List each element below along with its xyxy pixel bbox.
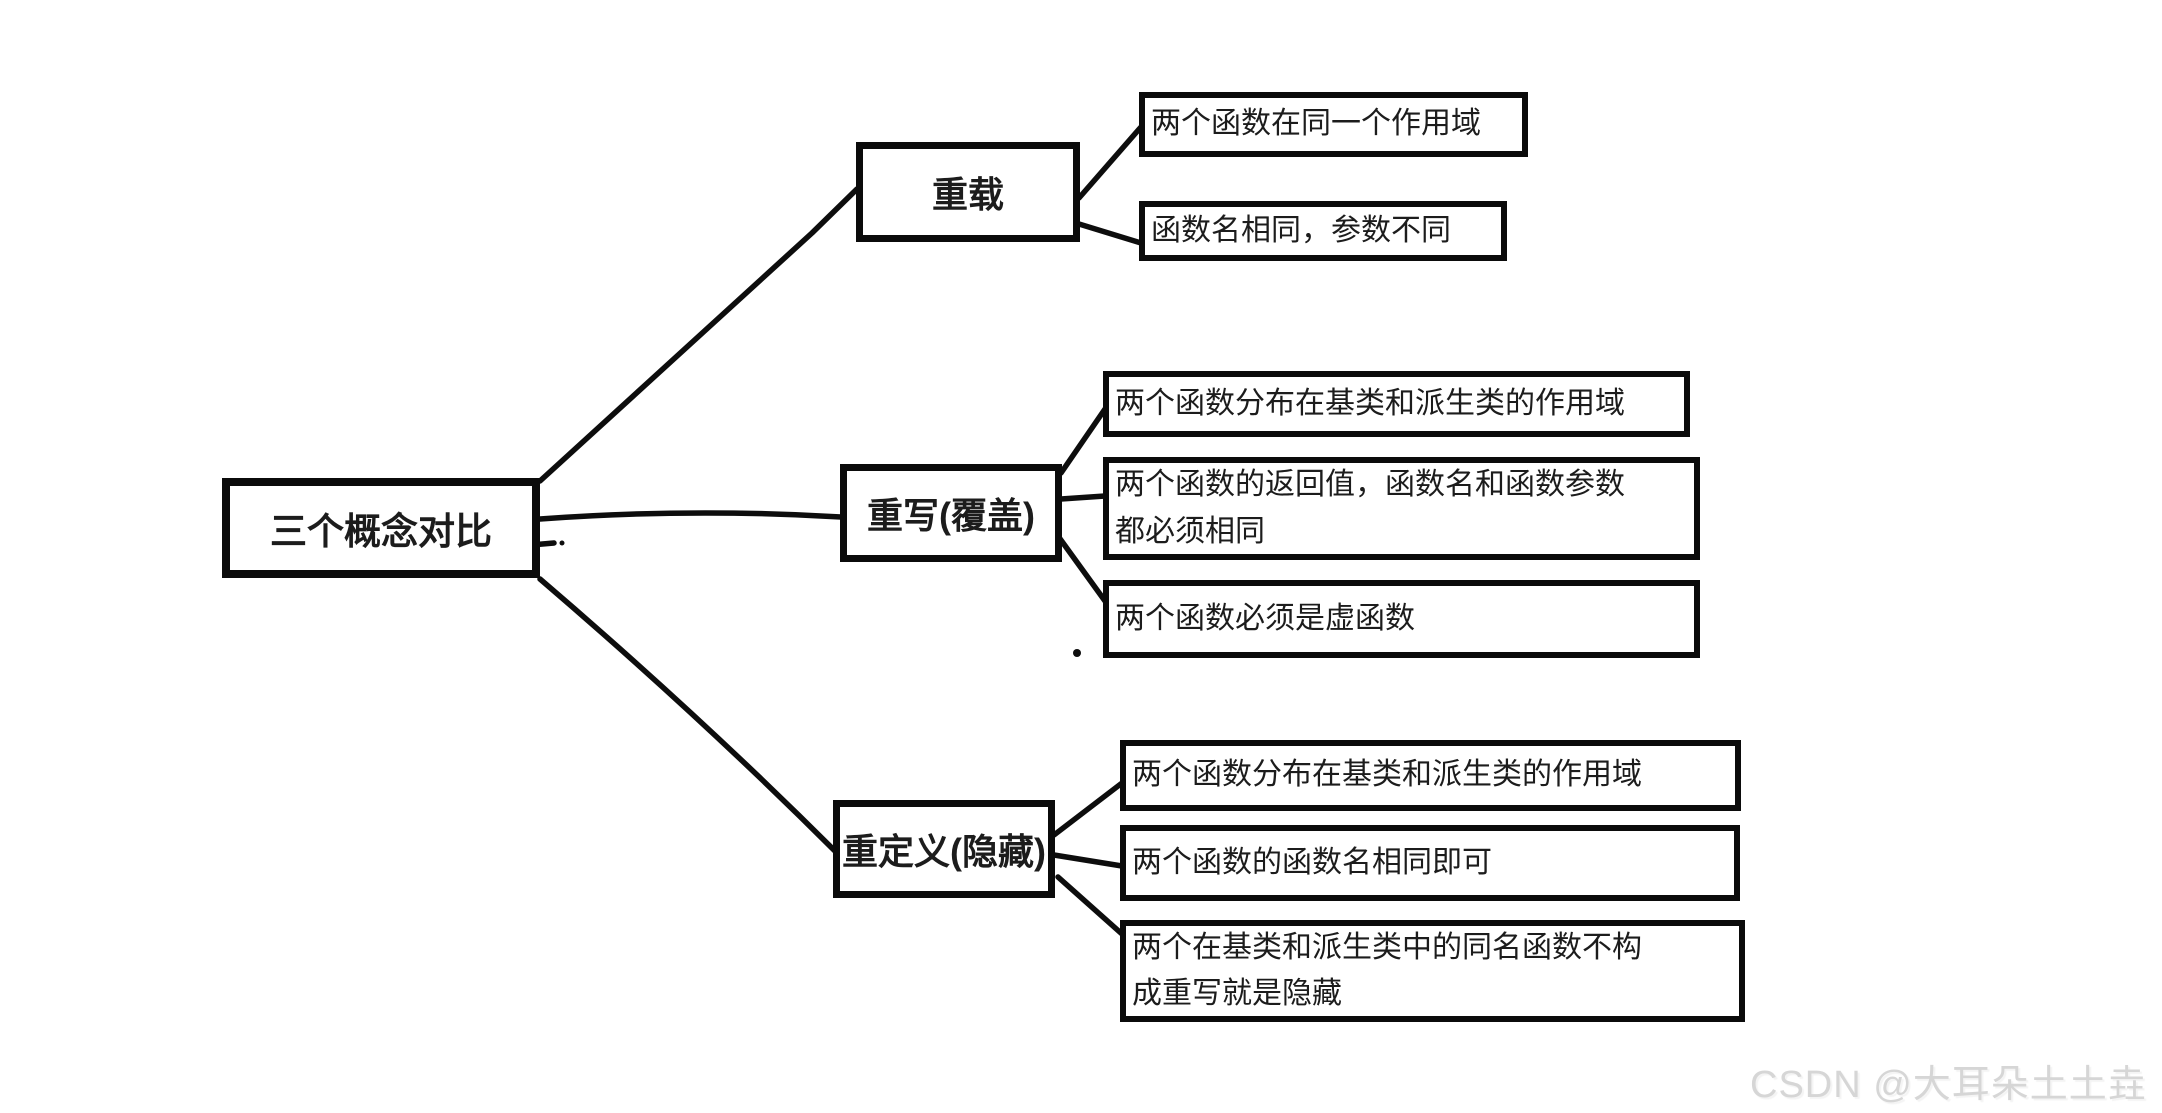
node-overload: 重载: [856, 142, 1080, 242]
root-node-label: 三个概念对比: [270, 511, 492, 552]
leaf-redefine-1-text: 两个函数分布在基类和派生类的作用域: [1132, 758, 1642, 792]
edge-override-leaf3: [1055, 533, 1108, 604]
leaf-redefine-2: 两个函数的函数名相同即可: [1120, 825, 1740, 901]
leaf-redefine-2-text: 两个函数的函数名相同即可: [1132, 845, 1492, 879]
edge-root-to-overload: [537, 186, 860, 484]
edge-redefine-leaf3: [1055, 874, 1125, 937]
leaf-redefine-3-text: 两个在基类和派生类中的同名函数不构 成重写就是隐藏: [1132, 930, 1642, 1011]
edge-root-to-override: [537, 510, 844, 522]
stray-dot-mark-2: [1073, 649, 1081, 657]
edge-root-to-redefine: [537, 576, 840, 856]
root-node: 三个概念对比: [222, 478, 540, 578]
edge-override-leaf2: [1058, 493, 1108, 502]
node-overload-label: 重载: [931, 174, 1004, 215]
leaf-redefine-3: 两个在基类和派生类中的同名函数不构 成重写就是隐藏: [1120, 920, 1745, 1022]
node-redefine-label: 重定义(隐藏): [842, 831, 1046, 872]
node-redefine: 重定义(隐藏): [833, 800, 1055, 898]
leaf-override-2: 两个函数的返回值，函数名和函数参数 都必须相同: [1103, 457, 1700, 560]
leaf-override-1: 两个函数分布在基类和派生类的作用域: [1103, 371, 1690, 437]
leaf-override-3-text: 两个函数必须是虚函数: [1115, 601, 1415, 635]
edge-redefine-leaf1: [1051, 780, 1125, 838]
leaf-overload-1-text: 两个函数在同一个作用域: [1151, 107, 1481, 141]
leaf-overload-2-text: 函数名相同，参数不同: [1151, 213, 1451, 247]
edge-overload-leaf1: [1076, 124, 1144, 201]
edge-redefine-leaf2: [1051, 852, 1125, 869]
leaf-override-1-text: 两个函数分布在基类和派生类的作用域: [1115, 386, 1625, 420]
edge-override-leaf1: [1058, 406, 1108, 476]
stray-dot-mark-1: [559, 540, 565, 546]
leaf-override-3: 两个函数必须是虚函数: [1103, 580, 1700, 658]
leaf-overload-1: 两个函数在同一个作用域: [1139, 92, 1528, 157]
node-override: 重写(覆盖): [840, 464, 1062, 562]
edge-overload-leaf2: [1076, 221, 1144, 246]
node-override-label: 重写(覆盖): [867, 495, 1035, 536]
csdn-watermark: CSDN @大耳朵土土垚: [1750, 1064, 2147, 1106]
leaf-redefine-1: 两个函数分布在基类和派生类的作用域: [1120, 740, 1741, 811]
leaf-overload-2: 函数名相同，参数不同: [1139, 201, 1507, 261]
leaf-override-2-text: 两个函数的返回值，函数名和函数参数 都必须相同: [1115, 468, 1625, 548]
